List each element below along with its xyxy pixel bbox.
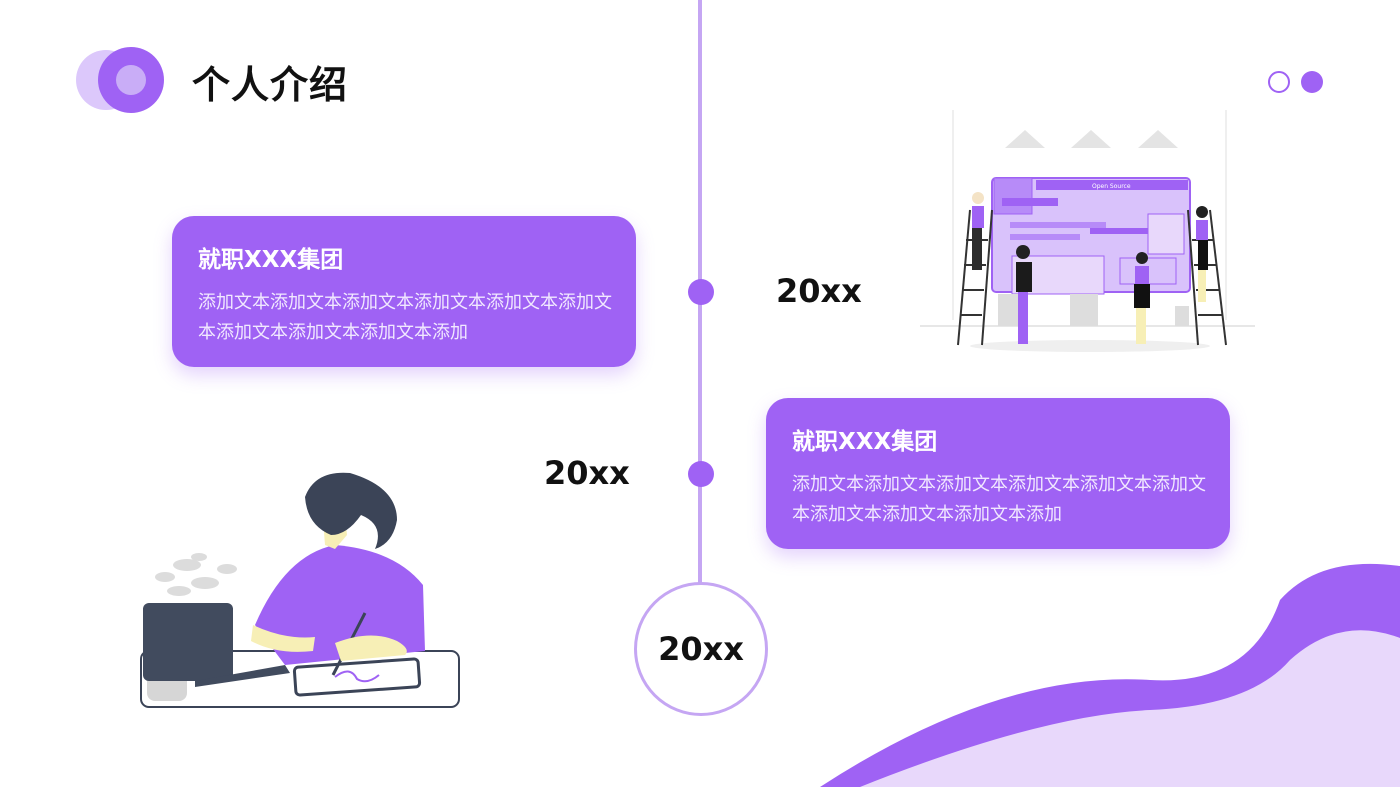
woman-laptop-illustration [140,472,460,708]
card-title: 就职XXX集团 [198,247,344,273]
timeline-year: 20xx [776,272,862,310]
team-building-illustration: Open Source [920,110,1255,352]
timeline-dot [688,461,714,487]
card-title: 就职XXX集团 [792,429,938,455]
timeline-end-label: 20xx [658,630,744,668]
card-text: 添加文本添加文本添加文本添加文本添加文本添加文本添加文本添加文本添加文本添加 [198,292,612,343]
page-title: 个人介绍 [192,63,349,107]
timeline-year: 20xx [544,454,630,492]
timeline-end-circle: 20xx [634,582,768,716]
card-text: 添加文本添加文本添加文本添加文本添加文本添加文本添加文本添加文本添加文本添加 [792,474,1206,525]
pager-dots-icon [1268,71,1323,93]
timeline-card: 就职XXX集团 添加文本添加文本添加文本添加文本添加文本添加文本添加文本添加文本… [766,398,1230,549]
timeline-dot [688,279,714,305]
screen-label: Open Source [1092,183,1131,190]
timeline-card: 就职XXX集团 添加文本添加文本添加文本添加文本添加文本添加文本添加文本添加文本… [172,216,636,367]
logo-rings-icon [76,47,164,113]
wave-decoration [820,563,1400,787]
